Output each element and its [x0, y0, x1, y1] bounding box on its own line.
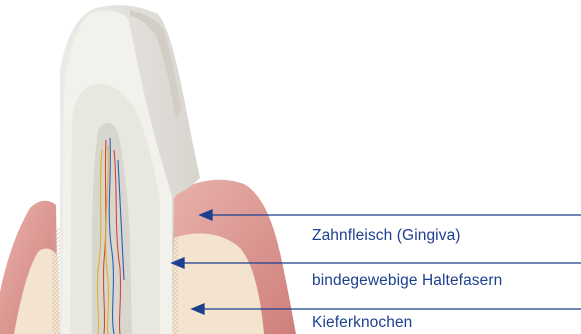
- label-bone: Kieferknochen: [312, 314, 412, 332]
- label-gingiva: Zahnfleisch (Gingiva): [312, 227, 461, 245]
- label-fibers: bindegewebige Haltefasern: [312, 272, 502, 290]
